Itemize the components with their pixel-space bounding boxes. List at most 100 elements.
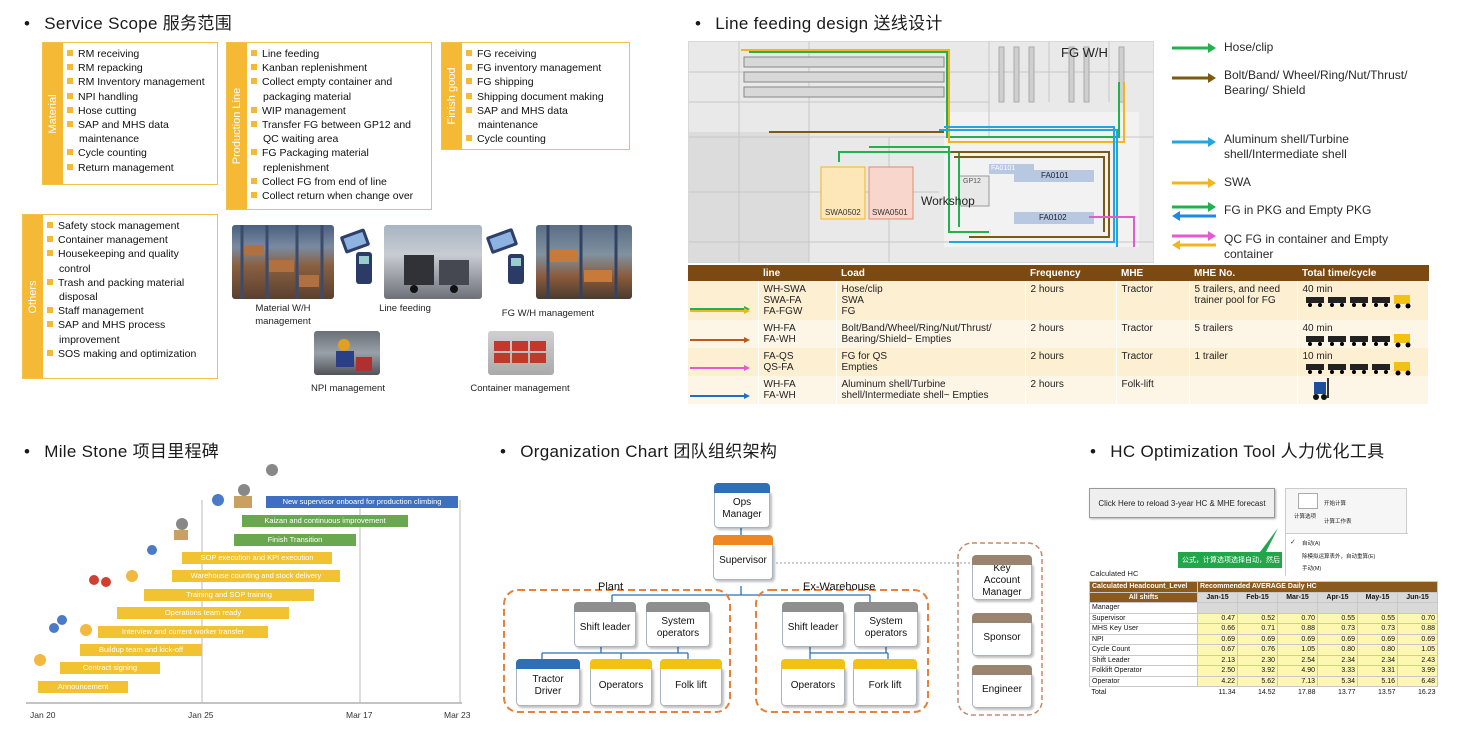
material-wh-caption: Material W/H management	[255, 303, 311, 327]
table-header-arrow	[688, 265, 758, 281]
production-line-item: Line feeding	[253, 47, 427, 61]
cell-mhe: Tractor	[1116, 348, 1190, 376]
cell-mhe-no	[1189, 376, 1298, 404]
cell-mhe-no: 5 trailers, and need trainer pool for FG	[1189, 281, 1298, 320]
production-line-item: Collect empty container and packaging ma…	[253, 75, 427, 103]
hc-cell: 0.55	[1357, 612, 1398, 624]
hc-column-header: Jun-15	[1397, 591, 1438, 603]
milestone-bar: Buildup team and kick-off	[80, 644, 202, 656]
hc-tool-title: •HC Optimization Tool 人力优化工具	[1090, 442, 1385, 461]
material-wh-photo	[232, 225, 334, 299]
legend-label-2: Aluminum shell/Turbine shell/Intermediat…	[1224, 132, 1349, 161]
material-item: Cycle counting	[69, 146, 213, 160]
container-caption: Container management	[470, 383, 570, 394]
production-line-item: Kanban replenishment	[253, 61, 427, 75]
cell-time	[1297, 376, 1429, 404]
npi-photo	[314, 331, 380, 375]
hc-cell: 0.69	[1277, 633, 1318, 645]
others-item: Staff management	[49, 304, 213, 318]
menu-manual[interactable]: 手动(M)	[1302, 566, 1322, 572]
hc-cell: 2.13	[1197, 654, 1238, 666]
cell-freq: 2 hours	[1025, 320, 1117, 348]
calc-sheet-label[interactable]: 计算工作表	[1324, 519, 1352, 525]
line-feeding-photo	[384, 225, 482, 299]
cell-freq: 2 hours	[1025, 376, 1117, 404]
ex-warehouse-label: Ex-Warehouse	[803, 581, 876, 593]
finish-good-item: FG receiving	[468, 47, 625, 61]
hc-total-cell: 13.77	[1337, 688, 1356, 696]
tick-jan25: Jan 25	[188, 710, 214, 720]
hc-cell: 0.67	[1197, 644, 1238, 656]
material-item: Return management	[69, 161, 213, 175]
production-line-item: FG Packaging material replenishment	[253, 146, 427, 174]
ex-system-operators-box: System operators	[854, 602, 918, 647]
hc-cell: 3.33	[1317, 665, 1358, 677]
ex-operators-box: Operators	[781, 659, 845, 706]
menu-auto[interactable]: 自动(A)	[1302, 541, 1321, 547]
hc-total-cell: 17.88	[1297, 688, 1316, 696]
reload-forecast-button[interactable]: Click Here to reload 3-year HC & MHE for…	[1089, 488, 1275, 518]
hc-cell: 2.34	[1317, 654, 1358, 666]
hc-cell: 0.71	[1237, 623, 1278, 635]
tractor-train-icon	[1305, 293, 1416, 312]
cell-mhe: Tractor	[1116, 320, 1190, 348]
hc-cell: 7.13	[1277, 675, 1318, 687]
others-item: SAP and MHS process improvement	[49, 318, 213, 346]
hc-row-name: Supervisor	[1089, 612, 1198, 624]
hc-header-recommended: Recommended AVERAGE Daily HC	[1197, 581, 1438, 593]
hc-cell: 0.55	[1317, 612, 1358, 624]
hc-cell: 3.31	[1357, 665, 1398, 677]
hc-cell: 0.69	[1317, 633, 1358, 645]
production-line-item: Collect return when change over	[253, 189, 427, 203]
cell-line: WH-FA FA-WH	[758, 320, 837, 348]
hc-cell: 3.99	[1397, 665, 1438, 677]
hc-row-name: Shift Leader	[1089, 654, 1198, 666]
finish-good-side-label: Finish good	[442, 43, 462, 149]
hc-cell: 0.73	[1317, 623, 1358, 635]
calc-options-label[interactable]: 计算选项	[1294, 514, 1317, 520]
hc-cell: 2.30	[1237, 654, 1278, 666]
others-side-label: Others	[23, 215, 43, 378]
cell-mhe-no: 5 trailers	[1189, 320, 1298, 348]
material-item: NPI handling	[69, 90, 213, 104]
menu-auto-except[interactable]: 除模拟运算表外，自动重算(E)	[1302, 554, 1376, 560]
service-scope-title: •Service Scope 服务范围	[24, 14, 233, 33]
others-item: Safety stock management	[49, 219, 213, 233]
table-header-load: Load	[836, 265, 1025, 281]
hc-cell: 2.50	[1197, 665, 1238, 677]
table-header-total-time: Total time/cycle	[1297, 265, 1429, 281]
finish-good-item: Shipping document making	[468, 90, 625, 104]
hc-column-header: May-15	[1357, 591, 1398, 603]
hc-header-level: Calculated Headcount_Level	[1089, 581, 1198, 593]
plant-shift-leader-box: Shift leader	[574, 602, 636, 647]
hc-row-name: Operator	[1089, 675, 1198, 687]
hc-row-name: MHS Key User	[1089, 623, 1198, 635]
hc-column-header: All shifts	[1089, 591, 1198, 603]
material-item: Hose cutting	[69, 104, 213, 118]
start-calc-label[interactable]: 开始计算	[1324, 501, 1347, 507]
milestone-bar: Announcement	[38, 681, 128, 693]
key-account-manager-box: Key Account Manager	[972, 555, 1032, 600]
hc-cell: 5.62	[1237, 675, 1278, 687]
line-feeding-title: •Line feeding design 送线设计	[695, 14, 943, 33]
hc-cell: 0.88	[1397, 623, 1438, 635]
plant-operators-box: Operators	[590, 659, 652, 706]
row-flow-arrow	[688, 320, 759, 348]
cell-load: FG for QS Empties	[836, 348, 1026, 376]
hc-total-cell: 16.23	[1417, 688, 1436, 696]
material-item: RM receiving	[69, 47, 213, 61]
milestone-bar: Finish Transition	[234, 534, 356, 546]
plant-system-operators-box: System operators	[646, 602, 710, 647]
row-flow-arrow	[688, 376, 759, 404]
hc-cell: 0.76	[1237, 644, 1278, 656]
cell-time: 40 min	[1297, 320, 1429, 348]
milestone-bar: Contract signing	[60, 662, 160, 674]
legend-label-5: QC FG in container and Empty container	[1224, 232, 1389, 261]
